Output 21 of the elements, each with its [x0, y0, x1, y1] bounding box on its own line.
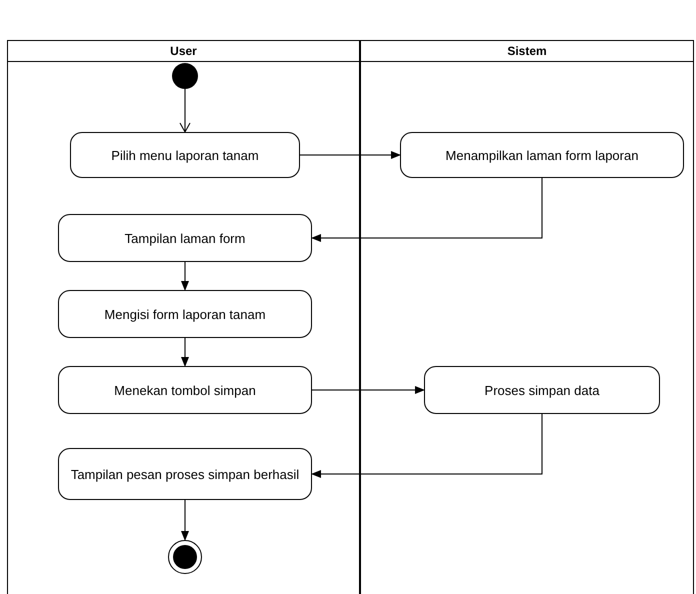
- swimlane: [7, 40, 360, 594]
- swimlane: [360, 40, 694, 594]
- end-node: [168, 540, 202, 574]
- activity-box: Menampilkan laman form laporan: [400, 132, 684, 178]
- lane-header: User: [8, 41, 359, 62]
- lane-header: Sistem: [361, 41, 693, 62]
- activity-box: Pilih menu laporan tanam: [70, 132, 300, 178]
- arrow: [311, 414, 542, 478]
- activity-box: Proses simpan data: [424, 366, 660, 414]
- activity-box: Tampilan pesan proses simpan berhasil: [58, 448, 312, 500]
- arrow: [300, 151, 401, 159]
- arrow: [312, 386, 425, 394]
- arrow: [311, 178, 542, 242]
- arrow: [181, 500, 189, 541]
- activity-box: Tampilan laman form: [58, 214, 312, 262]
- activity-box: Menekan tombol simpan: [58, 366, 312, 414]
- arrow: [181, 262, 189, 291]
- arrow: [180, 88, 190, 132]
- start-node: [172, 63, 198, 89]
- activity-box: Mengisi form laporan tanam: [58, 290, 312, 338]
- arrow: [181, 338, 189, 367]
